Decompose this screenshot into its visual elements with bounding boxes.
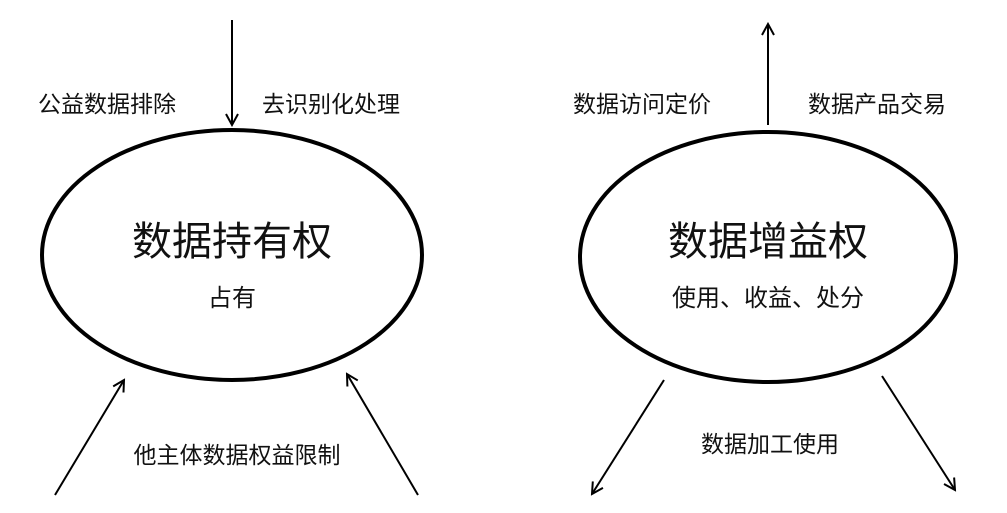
left-top-left-label: 公益数据排除 (38, 92, 176, 118)
right-bottom-label: 数据加工使用 (701, 432, 839, 458)
data-holding-right-ellipse (40, 128, 424, 382)
right-title: 数据增益权 (668, 219, 868, 265)
arrow-bottom-left-into-left (54, 380, 124, 496)
arrow-bottom-left-from-right (592, 379, 665, 494)
left-top-right-label: 去识别化处理 (262, 92, 400, 118)
left-title: 数据持有权 (132, 219, 332, 265)
arrow-bottom-right-into-left (347, 374, 419, 496)
left-subtitle: 占有 (208, 284, 256, 312)
arrow-bottom-right-from-right (881, 375, 955, 490)
right-top-left-label: 数据访问定价 (573, 92, 711, 118)
right-top-right-label: 数据产品交易 (808, 92, 946, 118)
left-bottom-label: 他主体数据权益限制 (134, 443, 341, 469)
right-subtitle: 使用、收益、处分 (672, 284, 864, 312)
data-value-added-right-ellipse (578, 130, 958, 384)
